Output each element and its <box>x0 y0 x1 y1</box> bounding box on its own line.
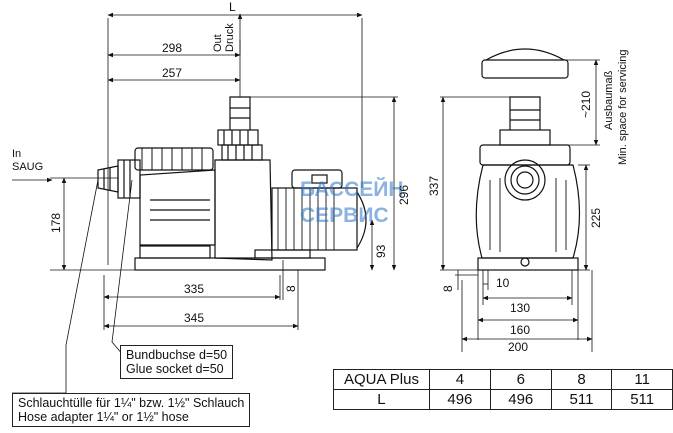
dim-10: 10 <box>496 276 510 290</box>
model-length-table: AQUA Plus 4 6 8 11 L 496 496 511 511 <box>333 369 673 410</box>
table-model-cell: 6 <box>489 369 552 390</box>
dim-335: 335 <box>184 282 204 296</box>
terminal-box <box>291 169 343 189</box>
dim-298: 298 <box>162 41 182 55</box>
table-header-label: AQUA Plus <box>333 369 430 390</box>
table-length-cell: 511 <box>550 389 613 410</box>
dim-296: 296 <box>397 185 411 205</box>
outlet-union <box>217 129 259 146</box>
glue-socket-caption-en: Glue socket d=50 <box>126 362 224 376</box>
inlet-label-de: SAUG <box>12 161 43 173</box>
service-label-en: Min. space for servicing <box>617 49 629 165</box>
dim-8-front: 8 <box>284 285 298 292</box>
motor-foot <box>254 249 311 259</box>
side-outlet-pipe <box>509 96 541 130</box>
dim-345: 345 <box>184 311 204 325</box>
table-row-label: L <box>333 389 430 410</box>
table-model-cell: 11 <box>611 369 673 390</box>
service-label-de: Ausbaumaß <box>603 70 615 130</box>
dim-200: 200 <box>508 340 528 354</box>
dim-210: ~210 <box>579 91 593 118</box>
side-view <box>475 48 581 271</box>
front-view <box>97 96 367 271</box>
table-row: L 496 496 511 511 <box>333 389 673 410</box>
strainer-lid <box>134 147 214 171</box>
side-outlet-union <box>499 129 551 146</box>
outlet-label-en: Out <box>212 34 224 52</box>
hose-adapter-caption: Schlauchtülle für 1¼" bzw. 1½" Schlauch … <box>12 393 251 427</box>
watermark: БАССЕЙН СЕРВИС <box>300 177 404 227</box>
side-inlet-outer <box>504 159 546 201</box>
hose-adapter <box>97 165 119 193</box>
table-length-cell: 496 <box>428 389 491 410</box>
outlet-pipe <box>229 96 251 130</box>
dim-8-side: 8 <box>441 285 455 292</box>
outlet-label-de: Druck <box>224 23 236 52</box>
hose-adapter-caption-en: Hose adapter 1¼" or 1½" hose <box>18 410 189 424</box>
dim-overall-length: L <box>229 0 236 14</box>
watermark-line1: БАССЕЙН <box>300 177 404 201</box>
dim-225: 225 <box>589 208 603 228</box>
dim-160: 160 <box>510 323 530 337</box>
strainer-housing <box>139 169 216 246</box>
pump-foot <box>139 245 211 259</box>
dim-337: 337 <box>427 176 441 196</box>
hose-adapter-caption-de: Schlauchtülle für 1¼" bzw. 1½" Schlauch <box>18 396 245 410</box>
side-lid <box>479 144 571 166</box>
table-length-cell: 511 <box>611 389 673 410</box>
flow-labels: In SAUG Out Druck Ausbaumaß Min. space f… <box>12 23 629 173</box>
dimension-labels: L 298 257 296 178 335 345 93 8 337 225 ~… <box>49 0 603 354</box>
glue-socket-caption: Bundbuchse d=50 Glue socket d=50 <box>120 345 234 379</box>
side-dimension-lines <box>440 59 600 352</box>
side-inlet-inner <box>510 165 540 195</box>
dim-93: 93 <box>374 244 388 258</box>
base-plate <box>134 257 326 271</box>
table-model-cell: 8 <box>550 369 613 390</box>
table-row: AQUA Plus 4 6 8 11 <box>333 369 673 390</box>
dim-130: 130 <box>510 301 530 315</box>
side-housing <box>475 164 581 259</box>
table-model-cell: 4 <box>428 369 491 390</box>
fan-cover <box>356 191 367 249</box>
dim-257: 257 <box>162 66 182 80</box>
table-length-cell: 496 <box>489 389 552 410</box>
dim-178: 178 <box>49 213 63 233</box>
service-lid-outline <box>481 59 569 79</box>
glue-socket-caption-de: Bundbuchse d=50 <box>126 348 228 362</box>
inlet-union <box>117 159 141 199</box>
inlet-label-en: In <box>12 148 21 160</box>
watermark-line2: СЕРВИС <box>300 204 389 227</box>
pump-volute <box>214 159 273 261</box>
